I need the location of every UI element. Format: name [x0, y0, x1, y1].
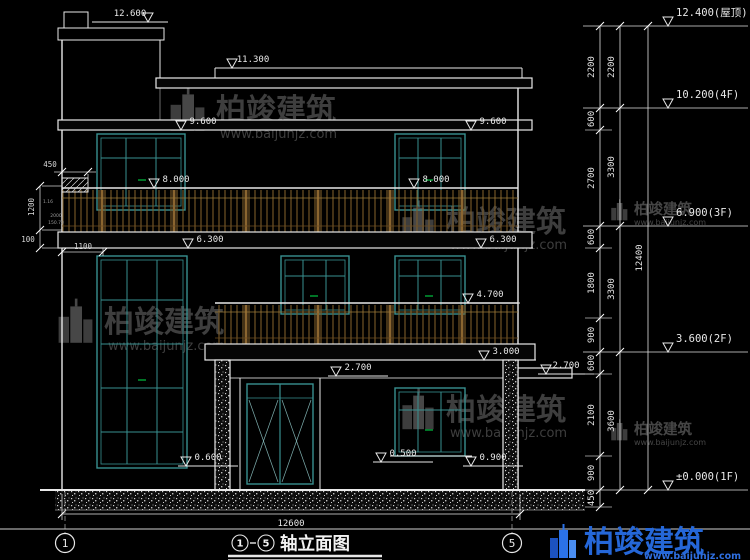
elev-roof: 11.300	[237, 55, 270, 65]
building-elevation	[40, 11, 585, 511]
roof-parapet	[155, 67, 533, 89]
level-label-4f: 10.200(4F)	[676, 89, 739, 101]
level-label-roof: 12.400(屋顶)	[676, 7, 748, 19]
column-left	[214, 359, 231, 491]
drawing-title: 轴立面图	[280, 534, 350, 555]
axis-number-right: 5	[509, 537, 516, 550]
title-axis-circle-from	[231, 534, 249, 552]
balcony-slab-projection	[61, 177, 89, 193]
level-label-1f: ±0.000(1F)	[676, 471, 739, 483]
axis-bubble-5	[501, 532, 523, 554]
elev-8000-left: 8.000	[162, 175, 189, 185]
dim-seg: 450	[587, 490, 597, 506]
watermark-url: www.baijunjz.com	[108, 339, 225, 354]
axis-number-left: 1	[62, 537, 69, 550]
window-1f-right	[390, 387, 472, 457]
dim-seg: 2700	[587, 167, 597, 189]
dimension-bottom: 12600	[57, 494, 525, 529]
dim-seg: 1800	[587, 272, 597, 294]
watermark-brand: 柏竣建筑	[104, 305, 224, 340]
axis-bubble-1	[54, 532, 76, 554]
title-block: 1 5 轴立面图	[0, 528, 750, 560]
balcony-railing-2f	[215, 302, 518, 345]
watermark-brand: 柏竣建筑	[634, 200, 692, 218]
elev-9600-right: 9.600	[479, 117, 506, 127]
watermark-building-icon	[610, 198, 628, 221]
window-handle-marks	[138, 179, 433, 431]
title-axis-circle-to	[257, 534, 275, 552]
dim-seg: 3300	[607, 156, 617, 178]
axis-bubbles: 1 5	[54, 492, 523, 554]
dim-seg: 3600	[607, 410, 617, 432]
stair-tower	[57, 11, 165, 490]
title-axis-to: 5	[263, 539, 270, 550]
dim-seg: 900	[587, 327, 597, 343]
dim-1200: 1200	[27, 197, 36, 216]
balcony-railing-3f	[61, 177, 518, 233]
elev-tower-top: 12.600	[114, 9, 147, 19]
elev-0600: 0.600	[194, 453, 221, 463]
dim-seg: 600	[587, 355, 597, 371]
dim-1100: 1100	[74, 242, 93, 251]
watermark-small: 柏竣建筑 www.baijunjz.com	[610, 418, 706, 447]
elev-0900: 0.900	[479, 453, 506, 463]
column-right	[502, 359, 519, 491]
ground	[40, 489, 585, 511]
brand-logo: 柏竣建筑 www.baijunjz.com	[549, 523, 741, 560]
watermark-brand: 柏竣建筑	[634, 420, 692, 438]
detail-label-c: 150.70	[48, 220, 64, 226]
logo-url: www.baijunjz.com	[644, 551, 741, 560]
detail-label-b: 2000	[50, 213, 62, 219]
floor-slab-6300	[57, 231, 533, 249]
elev-8000-right: 8.000	[422, 175, 449, 185]
watermark: 柏竣建筑 www.baijunjz.com	[57, 297, 225, 354]
dimensions-right: 2200 600 2700 600 1800 900 600 2100 900 …	[583, 7, 748, 512]
elevation-annotations: 12.600 11.300 9.600 9.600 8.000 8.000 6.…	[92, 9, 594, 467]
dim-total-width: 12600	[277, 519, 304, 529]
elev-6300-right: 6.300	[489, 235, 516, 245]
dim-total-height: 12400	[635, 244, 645, 271]
dim-seg: 3300	[607, 278, 617, 300]
detail-label-a: 1.16	[43, 199, 53, 205]
dim-seg: 900	[587, 465, 597, 481]
dimensions-left: 450 1200 100 1100 1.16 2000 150.70	[21, 160, 108, 257]
elev-4700: 4.700	[476, 290, 503, 300]
watermark-url: www.baijunjz.com	[220, 127, 337, 142]
elev-2700-right: 2.700	[552, 361, 579, 371]
dim-seg: 2100	[587, 404, 597, 426]
entrance-door	[239, 378, 321, 490]
window-stairwell-tall	[96, 255, 188, 469]
dim-seg: 600	[587, 229, 597, 245]
watermark-building-icon	[57, 297, 94, 345]
fascia-band-9600	[57, 119, 533, 131]
level-label-3f: 6.900(3F)	[676, 207, 733, 219]
title-axis-from: 1	[237, 539, 244, 550]
watermark-url: www.baijunjz.com	[634, 438, 706, 447]
elev-0500: 0.500	[389, 449, 416, 459]
dim-seg: 2200	[607, 56, 617, 78]
dim-seg: 2200	[587, 56, 597, 78]
floor-slab-3000	[204, 343, 536, 361]
dim-100: 100	[21, 235, 35, 244]
logo-brand: 柏竣建筑	[584, 525, 704, 560]
level-label-2f: 3.600(2F)	[676, 333, 733, 345]
watermark: 柏竣建筑 www.baijunjz.com	[401, 387, 567, 441]
elev-2700-mid: 2.700	[344, 363, 371, 373]
dim-450: 450	[43, 160, 57, 169]
dim-seg: 600	[587, 111, 597, 127]
watermark: 柏竣建筑 www.baijunjz.com	[169, 85, 337, 142]
elev-9600-left: 9.600	[189, 117, 216, 127]
elev-6300-left: 6.300	[196, 235, 223, 245]
elev-3000: 3.000	[492, 347, 519, 357]
